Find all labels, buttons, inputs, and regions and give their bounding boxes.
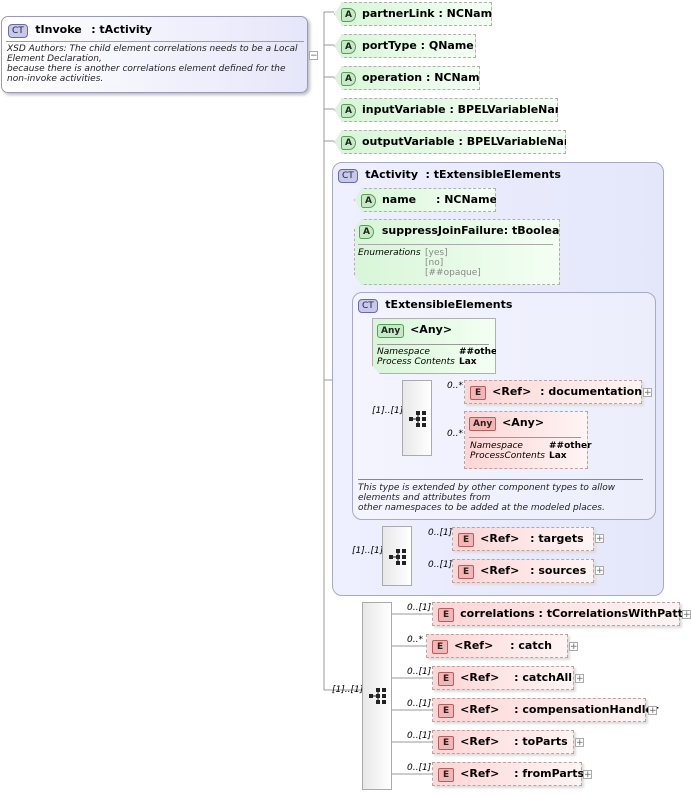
activity-type-name: tActivity: [365, 168, 418, 181]
occurrence-label: 0..[1]: [407, 763, 432, 773]
enum-no: [no]: [425, 258, 444, 268]
occurrence-label: [1]..[1]: [332, 685, 364, 695]
element-catchall[interactable]: E<Ref>: catchAll: [432, 666, 574, 690]
expand-toggle[interactable]: +: [569, 642, 578, 652]
attribute-badge: A: [341, 40, 356, 54]
attribute-badge: A: [341, 8, 356, 22]
occurrence-label: [1]..[1]: [352, 546, 384, 556]
collapse-toggle[interactable]: −: [309, 51, 318, 61]
complex-type-badge: CT: [8, 24, 28, 38]
occurrence-label: 0..*: [407, 635, 423, 645]
element-compensationhandler[interactable]: E<Ref>: compensationHandler: [432, 698, 658, 722]
occurrence-label: 0..[1]: [428, 560, 453, 570]
any-wildcard-element[interactable]: Any <Any> Namespace ##other ProcessConte…: [464, 411, 592, 469]
activity-type-base: : tExtensibleElements: [425, 168, 561, 181]
attribute-badge: A: [361, 194, 376, 208]
occurrence-label: 0..*: [447, 429, 463, 439]
element-badge: E: [458, 565, 475, 579]
attribute-badge: A: [341, 104, 356, 118]
occurrence-label: [1]..[1]: [372, 406, 404, 416]
element-documentation[interactable]: E<Ref>: documentation: [464, 380, 642, 404]
expand-toggle[interactable]: +: [583, 770, 592, 780]
sequence-compositor[interactable]: [402, 380, 432, 456]
root-type-name: tInvoke: [35, 23, 82, 36]
expand-toggle[interactable]: +: [648, 706, 657, 716]
element-catch[interactable]: E<Ref>: catch: [426, 634, 568, 658]
enum-opaque: [##opaque]: [425, 268, 481, 278]
occurrence-label: 0..[1]: [407, 731, 432, 741]
element-targets[interactable]: E<Ref>: targets: [452, 527, 594, 551]
element-badge: E: [458, 533, 475, 547]
attribute-badge: A: [359, 225, 374, 239]
extensible-documentation: This type is extended by other component…: [358, 483, 616, 513]
expand-toggle[interactable]: +: [575, 738, 584, 748]
extensible-type-name: tExtensibleElements: [385, 298, 513, 311]
occurrence-label: 0..[1]: [407, 603, 432, 613]
enumerations-label: Enumerations: [358, 248, 421, 258]
expand-toggle[interactable]: +: [595, 534, 604, 544]
sequence-icon: [369, 688, 386, 704]
element-toparts[interactable]: E<Ref>: toParts: [432, 730, 574, 754]
expand-toggle[interactable]: +: [575, 674, 584, 684]
sequence-icon: [409, 411, 426, 427]
expand-toggle[interactable]: +: [643, 388, 652, 398]
element-badge: E: [438, 672, 455, 686]
sequence-compositor[interactable]: [382, 526, 412, 586]
element-badge: E: [438, 608, 455, 622]
attribute-suppressjoinfailure[interactable]: A suppressJoinFailure: tBoolean Enumerat…: [354, 219, 560, 285]
occurrence-label: 0..*: [447, 381, 463, 391]
expand-toggle[interactable]: +: [682, 610, 691, 620]
enum-yes: [yes]: [425, 248, 448, 258]
root-documentation: XSD Authors: The child element correlati…: [7, 44, 298, 84]
any-badge: Any: [377, 324, 405, 338]
main-sequence-compositor[interactable]: [362, 602, 392, 790]
element-badge: E: [438, 768, 455, 782]
element-badge: E: [438, 736, 455, 750]
attribute-badge: A: [341, 72, 356, 86]
element-sources[interactable]: E<Ref>: sources: [452, 559, 594, 583]
occurrence-label: 0..[1]: [407, 699, 432, 709]
complex-type-badge: CT: [338, 169, 358, 183]
complex-type-badge: CT: [358, 299, 378, 313]
root-type-base: : tActivity: [91, 23, 153, 36]
sequence-icon: [389, 549, 406, 565]
root-type-box[interactable]: CT tInvoke : tActivity XSD Authors: The …: [1, 16, 308, 93]
element-badge: E: [438, 704, 455, 718]
occurrence-label: 0..[1]: [407, 667, 432, 677]
element-fromparts[interactable]: E<Ref>: fromParts: [432, 762, 584, 786]
occurrence-label: 0..[1]: [428, 528, 453, 538]
any-badge: Any: [469, 417, 497, 431]
expand-toggle[interactable]: +: [595, 566, 604, 576]
element-badge: E: [470, 386, 487, 400]
element-badge: E: [432, 640, 449, 654]
attribute-badge: A: [341, 136, 356, 150]
any-wildcard-attribute[interactable]: Any <Any> Namespace ##other Process Cont…: [372, 318, 496, 374]
